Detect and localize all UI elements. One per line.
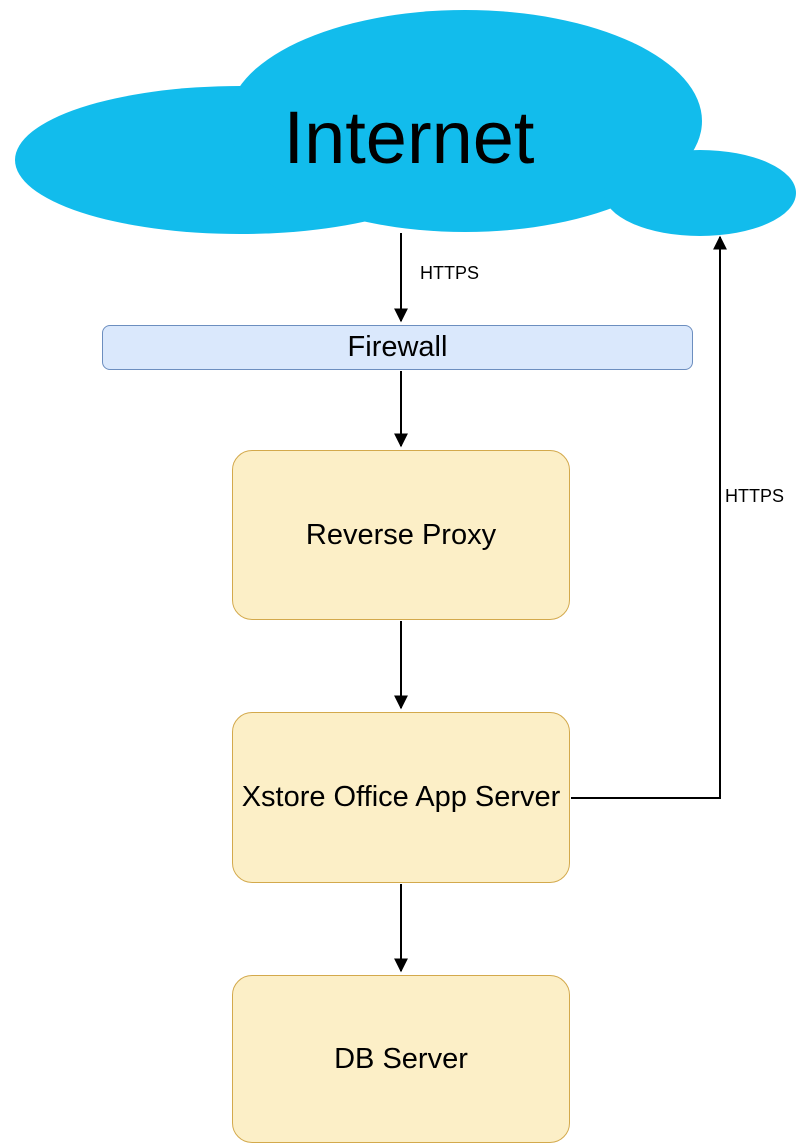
node-internet-label: Internet xyxy=(283,96,535,179)
node-reverse-proxy[interactable]: Reverse Proxy xyxy=(232,450,570,620)
node-db-server-label: DB Server xyxy=(334,1042,468,1075)
node-db-server[interactable]: DB Server xyxy=(232,975,570,1143)
node-firewall[interactable]: Firewall xyxy=(102,325,693,370)
node-firewall-label: Firewall xyxy=(347,331,448,363)
edge-label-https-up: HTTPS xyxy=(725,486,785,506)
node-xstore-office-app-server-label: Xstore Office App Server xyxy=(241,781,561,813)
edge-app-server-to-internet[interactable] xyxy=(571,235,727,799)
edge-label-https-down: HTTPS xyxy=(420,263,480,283)
node-xstore-office-app-server[interactable]: Xstore Office App Server xyxy=(232,712,570,883)
node-reverse-proxy-label: Reverse Proxy xyxy=(305,518,497,551)
cloud-shape[interactable] xyxy=(15,10,796,236)
